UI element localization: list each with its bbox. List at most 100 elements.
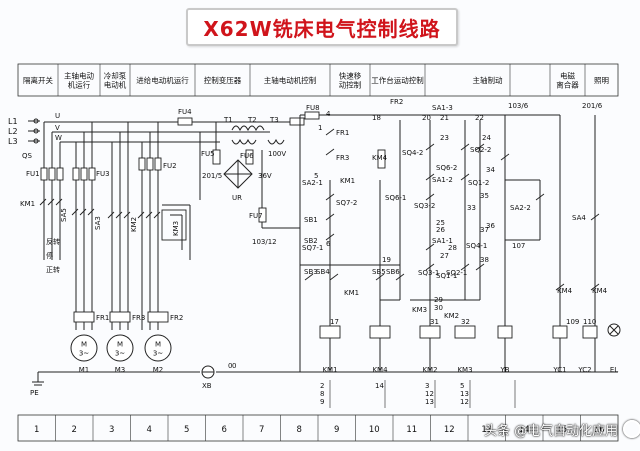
node-number: 33 bbox=[467, 204, 476, 212]
footer-cell: 5 bbox=[184, 425, 189, 435]
footer-cell: 2 bbox=[72, 425, 77, 435]
neutral-zero-label: 0 bbox=[228, 362, 232, 370]
overload-relay bbox=[109, 311, 131, 323]
motor-name: M1 bbox=[79, 366, 90, 374]
node-number: 17 bbox=[330, 318, 339, 326]
node-number: 110 bbox=[583, 318, 596, 326]
contact-ref: 9 bbox=[320, 398, 324, 406]
footer-cell: 10 bbox=[369, 425, 380, 435]
km2-power-label: KM2 bbox=[130, 217, 138, 232]
motor-name: M2 bbox=[153, 366, 164, 374]
node-number: 36 bbox=[486, 222, 495, 230]
header-cell: 电磁离合器 bbox=[556, 71, 579, 90]
footer-cell: 8 bbox=[297, 425, 302, 435]
fu1-label: FU1 bbox=[26, 170, 40, 178]
isolator-qs-label: QS bbox=[22, 152, 33, 160]
node-number: 28 bbox=[448, 244, 457, 252]
control-label-n_103_6: 103/6 bbox=[508, 102, 529, 110]
node-201-5: 201/5 bbox=[202, 172, 222, 180]
coil-label-km2: KM2 bbox=[422, 366, 437, 374]
node-number: 5 bbox=[314, 172, 318, 180]
xb-label: XB bbox=[202, 382, 212, 390]
control-label-sq4_1: SQ4-1 bbox=[466, 242, 487, 250]
footer-cell: 7 bbox=[259, 425, 264, 435]
footer-cell: 6 bbox=[222, 425, 227, 435]
control-label-sa1_1: SA1-1 bbox=[432, 237, 453, 245]
control-label-sb6: SB6 bbox=[386, 268, 400, 276]
fu7-label: FU7 bbox=[249, 212, 263, 220]
bus-label-u: U bbox=[55, 112, 60, 120]
node-number: 20 bbox=[422, 114, 431, 122]
voltage-36v-label: 36V bbox=[258, 172, 272, 180]
header-cell: 冷却泵电动机 bbox=[104, 71, 127, 90]
control-label-sb3: SB3 bbox=[304, 268, 318, 276]
contact-ref: 2 bbox=[320, 382, 324, 390]
motor-symbol bbox=[70, 334, 98, 362]
voltage-100v-label: 100V bbox=[268, 150, 286, 158]
motor-name: M3 bbox=[115, 366, 126, 374]
footer-cell: 11 bbox=[406, 425, 417, 435]
fu6-label: FU6 bbox=[240, 152, 254, 160]
motor-symbol bbox=[106, 334, 134, 362]
header-cell: 隔离开关 bbox=[23, 75, 53, 85]
control-label-sa1_3: SA1-3 bbox=[432, 104, 453, 112]
motor-symbol bbox=[144, 334, 172, 362]
coil-label-yc2: YC2 bbox=[577, 366, 591, 374]
node-number: 1 bbox=[318, 124, 322, 132]
overload-label: FR2 bbox=[170, 314, 183, 322]
stop-label: 停 bbox=[46, 251, 53, 260]
power-contacts bbox=[39, 198, 187, 241]
control-label-km4: KM4 bbox=[372, 154, 388, 162]
sa3-label: SA3 bbox=[94, 216, 102, 230]
control-label-km2: KM2 bbox=[444, 312, 459, 320]
node-number: 29 bbox=[434, 296, 443, 304]
node-number: 107 bbox=[512, 242, 525, 250]
coils bbox=[304, 111, 598, 339]
control-label-fr1: FR1 bbox=[336, 129, 349, 137]
node-number: 19 bbox=[382, 256, 391, 264]
coil-label-km4: KM4 bbox=[372, 366, 388, 374]
sa5-label: SA5 bbox=[60, 208, 68, 222]
fu3-label: FU3 bbox=[96, 170, 110, 178]
bus-label-w: W bbox=[55, 134, 62, 142]
node-number: 34 bbox=[486, 166, 495, 174]
coil-label-el: EL bbox=[610, 366, 618, 374]
control-label-sq2_2: SQ2-2 bbox=[470, 146, 491, 154]
control-label-fu8: FU8 bbox=[306, 104, 320, 112]
footer-cell: 3 bbox=[109, 425, 114, 435]
control-label-n_201_6: 201/6 bbox=[582, 102, 603, 110]
control-label-sq6_2: SQ6-2 bbox=[436, 164, 457, 172]
control-label-sq1_2: SQ1-2 bbox=[468, 179, 489, 187]
control-label-km3: KM3 bbox=[412, 306, 427, 314]
contact-label-km4: KM4 bbox=[557, 287, 573, 295]
contact-label-km1: KM1 bbox=[340, 177, 355, 185]
control-label-sb1: SB1 bbox=[304, 216, 318, 224]
node-number: 18 bbox=[372, 114, 381, 122]
power-fuses bbox=[40, 157, 162, 181]
overload-label: FR3 bbox=[132, 314, 145, 322]
pe-label: PE bbox=[30, 389, 39, 397]
header-cell: 控制变压器 bbox=[204, 75, 242, 85]
phase-l1: L1 bbox=[8, 117, 18, 126]
header-cell: 工作台运动控制 bbox=[371, 75, 424, 85]
node-number: 27 bbox=[440, 252, 449, 260]
t3-label: T3 bbox=[269, 116, 279, 124]
ground-line bbox=[32, 371, 618, 386]
header-cell: 主轴制动 bbox=[473, 75, 503, 85]
account-icon bbox=[623, 420, 640, 438]
isolator-switches bbox=[28, 118, 40, 144]
t2-label: T2 bbox=[247, 116, 257, 124]
control-label-sa2_1: SA2-1 bbox=[302, 179, 323, 187]
control-label-sq1_1: SQ1-1 bbox=[436, 272, 457, 280]
phase-l2: L2 bbox=[8, 127, 18, 136]
control-label-sq3_2: SQ3-2 bbox=[414, 202, 435, 210]
km1-label: KM1 bbox=[20, 200, 35, 208]
t1-label: T1 bbox=[223, 116, 233, 124]
transformer-lines bbox=[160, 121, 301, 229]
header-cell: 进给电动机运行 bbox=[136, 75, 189, 85]
node-number: 21 bbox=[440, 114, 449, 122]
footer-cell: 15 bbox=[556, 425, 567, 435]
